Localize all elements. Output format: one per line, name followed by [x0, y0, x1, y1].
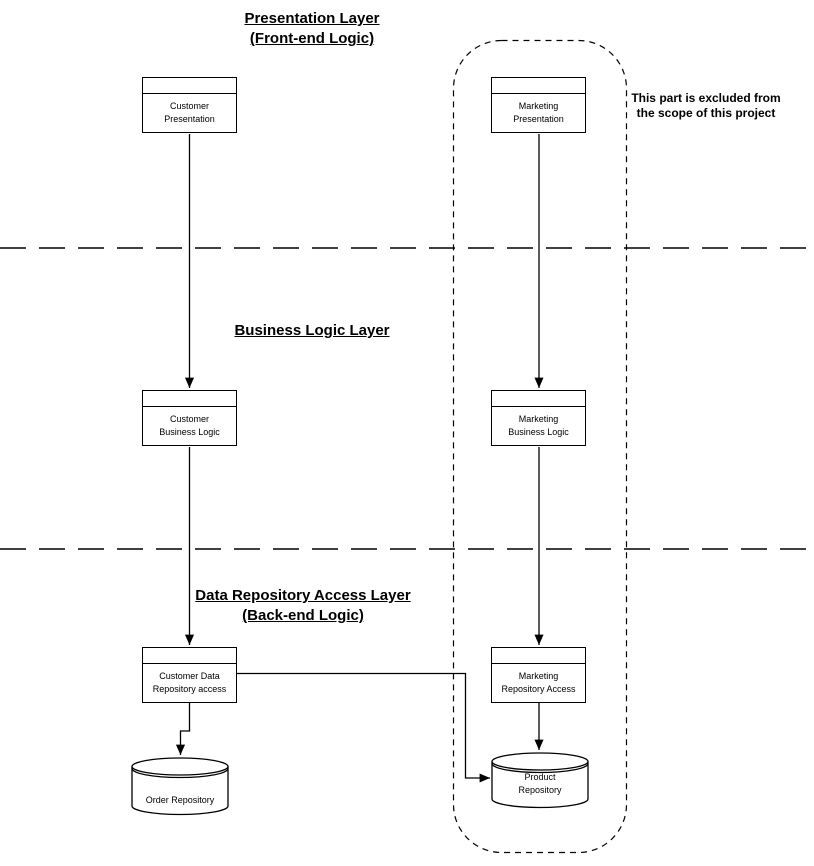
node-customer-business-logic: Customer Business Logic — [142, 390, 237, 446]
order-repository-label: Order Repository — [132, 794, 228, 807]
node-label: Marketing Presentation — [492, 94, 585, 132]
layer-title-data-repository-access: Data Repository Access Layer (Back-end L… — [183, 586, 423, 626]
node-customer-data-repository-access: Customer Data Repository access — [142, 647, 237, 703]
layer-subtitle-text: (Back-end Logic) — [242, 607, 364, 624]
layer-subtitle-text: (Front-end Logic) — [249, 30, 375, 47]
node-label-line: Customer Data — [159, 671, 220, 681]
node-header-band — [143, 648, 236, 664]
node-label-line: Presentation — [513, 114, 564, 124]
scope-exclusion-note: This part is excluded from the scope of … — [631, 91, 781, 120]
node-label-line: Repository Access — [501, 684, 576, 694]
connector-customer-data-access-to-order-repository — [175, 703, 191, 755]
node-label: Marketing Business Logic — [492, 407, 585, 445]
node-header-band — [143, 78, 236, 94]
node-header-band — [143, 391, 236, 407]
node-marketing-presentation: Marketing Presentation — [491, 77, 586, 133]
node-marketing-business-logic: Marketing Business Logic — [491, 390, 586, 446]
product-repository-label: Product Repository — [492, 771, 588, 797]
order-repository-cylinder — [131, 757, 229, 816]
node-label-line: Customer — [169, 101, 209, 111]
connector-customer-data-access-to-product-repository — [237, 672, 490, 783]
node-label-line: Presentation — [164, 114, 215, 124]
node-label-line: Repository access — [152, 684, 227, 694]
node-header-band — [492, 648, 585, 664]
node-label: Customer Data Repository access — [143, 664, 236, 702]
repo-label-line: Order Repository — [145, 795, 215, 805]
layer-title-business-logic: Business Logic Layer — [212, 321, 412, 341]
node-label-line: Marketing — [518, 101, 559, 111]
node-customer-presentation: Customer Presentation — [142, 77, 237, 133]
node-header-band — [492, 78, 585, 94]
node-label-line: Marketing — [518, 414, 559, 424]
node-label: Customer Business Logic — [143, 407, 236, 445]
node-label-line: Marketing — [518, 671, 559, 681]
node-label-line: Customer — [169, 414, 209, 424]
layer-title-presentation: Presentation Layer (Front-end Logic) — [212, 9, 412, 49]
node-label: Marketing Repository Access — [492, 664, 585, 702]
product-repository-cylinder — [491, 752, 589, 809]
layer-title-text: Business Logic Layer — [234, 322, 390, 339]
node-label-line: Business Logic — [159, 427, 220, 437]
node-marketing-repository-access: Marketing Repository Access — [491, 647, 586, 703]
connectors — [175, 134, 544, 783]
node-label-line: Business Logic — [508, 427, 569, 437]
repo-label-line: Repository — [518, 785, 562, 795]
layer-title-text: Presentation Layer — [244, 10, 380, 27]
node-header-band — [492, 391, 585, 407]
node-label: Customer Presentation — [143, 94, 236, 132]
scope-boundary — [452, 39, 628, 854]
repo-label-line: Product — [524, 772, 556, 782]
layer-title-text: Data Repository Access Layer — [195, 587, 411, 604]
